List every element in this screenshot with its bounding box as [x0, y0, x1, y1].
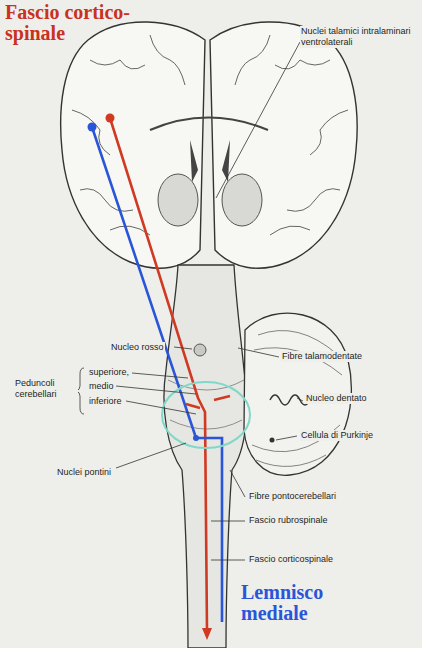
anatomy-label: Nuclei talamici intralaminari ventrolate… — [300, 26, 418, 48]
dentate-nucleus — [270, 395, 310, 405]
anatomy-label: Nuclei pontini — [56, 467, 112, 478]
tract-origin — [88, 123, 97, 132]
tract-title: Fascio cortico-spinale — [4, 2, 176, 44]
arrowhead — [202, 628, 212, 640]
thalamus — [222, 174, 262, 226]
gyri — [72, 35, 348, 235]
anatomy-label: Nucleo dentato — [305, 393, 368, 404]
anatomy-label: Fascio corticospinale — [248, 554, 334, 565]
thalamus — [158, 174, 198, 226]
leader-lines — [76, 42, 303, 560]
anatomy-label: superiore, — [88, 367, 130, 378]
corpus-callosum — [150, 118, 268, 131]
anatomy-label: Fibre pontocerebellari — [248, 491, 337, 502]
purkinje-cell — [270, 438, 275, 443]
anatomy-label: Fascio rubrospinale — [248, 515, 329, 526]
group-label: Peduncoli cerebellari — [14, 378, 78, 400]
tract-title: Lemnisco mediale — [240, 582, 362, 624]
red-nucleus — [194, 344, 206, 356]
anatomy-label: medio — [88, 381, 115, 392]
tract-origin — [106, 114, 115, 123]
right-hemisphere — [210, 22, 357, 268]
anatomy-label: inferiore — [88, 396, 123, 407]
tract-node — [193, 435, 199, 441]
pontine-fibres — [186, 396, 230, 408]
anatomy-label: Cellula di Purkinje — [300, 430, 374, 441]
anatomy-label: Fibre talamodentate — [281, 351, 363, 362]
ventricles — [190, 140, 230, 182]
anatomy-label: Nucleo rosso — [110, 342, 165, 353]
left-hemisphere — [61, 22, 205, 268]
